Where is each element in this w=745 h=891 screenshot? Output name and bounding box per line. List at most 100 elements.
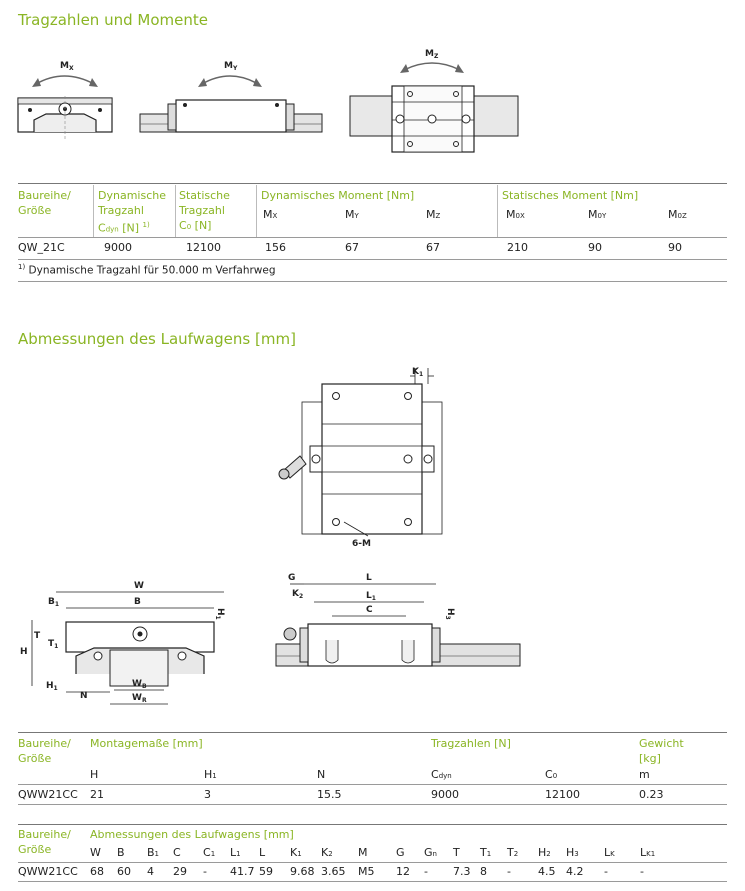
side-view-drawing: G K2 L L1 C H3 bbox=[275, 573, 521, 667]
table2-bottom-rule bbox=[18, 804, 727, 805]
dim-t1: T1 bbox=[48, 639, 58, 650]
dim-k1-top: K1 bbox=[412, 367, 423, 378]
t1-row-mz: 67 bbox=[426, 241, 440, 254]
t3-value-cell: 59 bbox=[259, 865, 273, 878]
table1-bottom-rule bbox=[18, 259, 727, 260]
section-title-abmessungen: Abmessungen des Laufwagens [mm] bbox=[18, 330, 296, 348]
t3-col-header: L1 bbox=[230, 846, 241, 859]
table2-mid-rule bbox=[18, 784, 727, 785]
table1-mid-rule bbox=[18, 237, 727, 238]
t3-value-cell: 60 bbox=[117, 865, 131, 878]
t2-col-c0: C0 bbox=[545, 768, 558, 781]
t3-col-header: C1 bbox=[203, 846, 216, 859]
t3-value-cell: 8 bbox=[480, 865, 487, 878]
t2-row-c0: 12100 bbox=[545, 788, 580, 801]
t2-row-cdyn: 9000 bbox=[431, 788, 459, 801]
t3-col-header: B1 bbox=[147, 846, 160, 859]
t2-header-tragzahlen: Tragzahlen [N] bbox=[431, 737, 511, 750]
t1-header-baureihe: Baureihe/Größe bbox=[18, 189, 71, 217]
t2-row-m: 0.23 bbox=[639, 788, 664, 801]
t3-value-cell: - bbox=[203, 865, 207, 878]
dim-wr: WR bbox=[132, 693, 147, 704]
t3-col-header: T bbox=[453, 846, 460, 859]
t1-col-m0z: M0Z bbox=[668, 208, 687, 221]
t3-col-header: LK bbox=[604, 846, 615, 859]
t3-value-cell: - bbox=[604, 865, 608, 878]
t3-value-cell: 12 bbox=[396, 865, 410, 878]
t3-value-cell: 4 bbox=[147, 865, 154, 878]
t3-col-header: W bbox=[90, 846, 101, 859]
dim-h: H bbox=[20, 647, 28, 657]
t3-col-header: L bbox=[259, 846, 266, 859]
dim-6m: 6-M bbox=[352, 539, 371, 549]
table3-bottom-rule bbox=[18, 881, 727, 882]
t3-header-baureihe: Baureihe/Größe bbox=[18, 828, 71, 856]
table1-footnote-rule bbox=[18, 281, 727, 282]
t3-value-cell: - bbox=[507, 865, 511, 878]
t1-row-c0: 12100 bbox=[186, 241, 221, 254]
dim-h1-right: H1 bbox=[214, 608, 225, 620]
t2-col-cdyn: Cdyn bbox=[431, 768, 452, 781]
t1-col-m0x: M0X bbox=[506, 208, 525, 221]
t3-col-header: K2 bbox=[321, 846, 333, 859]
t3-col-header: LK1 bbox=[640, 846, 656, 859]
section-title-tragzahlen: Tragzahlen und Momente bbox=[18, 11, 208, 29]
dim-w: W bbox=[134, 581, 144, 591]
my-label: MY bbox=[224, 61, 238, 72]
t1-footnote: 1) Dynamische Tragzahl für 50.000 m Verf… bbox=[18, 263, 276, 277]
t3-row-name: QWW21CC bbox=[18, 865, 78, 878]
t1-col-mx: MX bbox=[263, 208, 278, 221]
dim-h1-left: H1 bbox=[46, 681, 58, 692]
mz-label: MZ bbox=[425, 49, 439, 60]
t1-row-mx: 156 bbox=[265, 241, 286, 254]
t1-row-m0y: 90 bbox=[588, 241, 602, 254]
t1-row-name: QW_21C bbox=[18, 241, 65, 254]
t3-col-header: K1 bbox=[290, 846, 302, 859]
dim-l: L bbox=[366, 573, 372, 583]
t1-row-cdyn: 9000 bbox=[104, 241, 132, 254]
t1-col-my: MY bbox=[345, 208, 359, 221]
t3-col-header: M bbox=[358, 846, 368, 859]
t3-col-header: H3 bbox=[566, 846, 579, 859]
t2-row-name: QWW21CC bbox=[18, 788, 78, 801]
dim-n: N bbox=[80, 691, 88, 701]
t3-col-header: C bbox=[173, 846, 181, 859]
t3-col-header: G bbox=[396, 846, 405, 859]
t1-row-my: 67 bbox=[345, 241, 359, 254]
t3-col-header: T1 bbox=[480, 846, 492, 859]
t3-col-header: H2 bbox=[538, 846, 551, 859]
t3-value-cell: 4.5 bbox=[538, 865, 556, 878]
t2-col-h1: H1 bbox=[204, 768, 217, 781]
t2-header-baureihe: Baureihe/Größe bbox=[18, 737, 71, 765]
t2-row-h1: 3 bbox=[204, 788, 211, 801]
t3-value-cell: 41.7 bbox=[230, 865, 255, 878]
t1-col-mz: MZ bbox=[426, 208, 441, 221]
dim-b1: B1 bbox=[48, 597, 59, 608]
dim-h3: H3 bbox=[444, 608, 455, 620]
t3-col-header: Gn bbox=[424, 846, 437, 859]
mx-moment-figure: MX bbox=[17, 61, 113, 140]
t3-col-header: B bbox=[117, 846, 125, 859]
t2-row-h: 21 bbox=[90, 788, 104, 801]
top-view-drawing: K1 6-M bbox=[278, 367, 443, 549]
t3-value-cell: 4.2 bbox=[566, 865, 584, 878]
dim-k2: K2 bbox=[292, 589, 303, 600]
dim-l1: L1 bbox=[366, 591, 376, 602]
t3-value-cell: 3.65 bbox=[321, 865, 346, 878]
t2-col-h: H bbox=[90, 768, 99, 781]
dim-g: G bbox=[288, 573, 295, 583]
mx-label: MX bbox=[60, 61, 74, 72]
t3-col-header: T2 bbox=[507, 846, 519, 859]
t2-col-m: m bbox=[639, 768, 650, 781]
mz-moment-figure: MZ bbox=[349, 49, 519, 153]
t2-col-n: N bbox=[317, 768, 326, 781]
table1-top-rule bbox=[18, 183, 727, 184]
t3-value-cell: 9.68 bbox=[290, 865, 315, 878]
t3-value-cell: 7.3 bbox=[453, 865, 471, 878]
table3-mid-rule bbox=[18, 862, 727, 863]
dim-t: T bbox=[34, 631, 41, 641]
t1-row-m0z: 90 bbox=[668, 241, 682, 254]
dim-wb: WB bbox=[132, 679, 147, 690]
